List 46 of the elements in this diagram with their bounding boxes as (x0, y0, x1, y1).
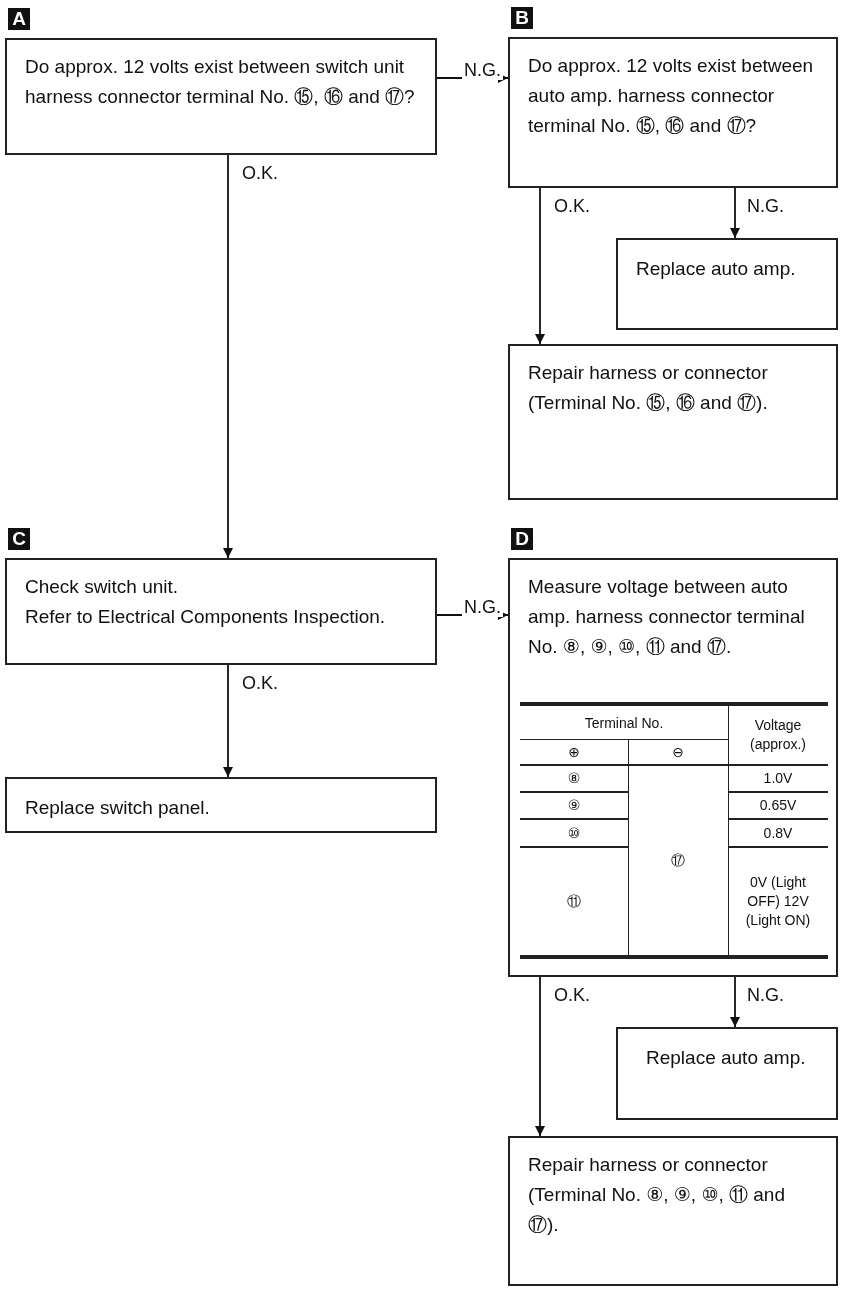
table-cell-text: 1.0V (762, 769, 794, 788)
table-header: ⊖ (671, 743, 685, 762)
process-box (616, 1027, 838, 1120)
edge-label: N.G. (462, 597, 503, 617)
arrow (223, 664, 233, 778)
arrow (730, 976, 740, 1028)
table-cell-text: ⑰ (670, 850, 686, 870)
box-text: Repair harness or connector (528, 361, 769, 385)
process-box (616, 238, 838, 330)
step-letter: A (8, 8, 30, 30)
table-cell-text: ⑧ (566, 769, 582, 788)
box-text: Replace auto amp. (636, 257, 797, 281)
box-text: (Terminal No. ⑮, ⑯ and ⑰). (528, 391, 769, 415)
box-text: Replace switch panel. (25, 796, 211, 820)
box-text: Measure voltage between auto amp. harness connector terminal No. ⑧, ⑨, ⑩, ⑪ and ⑰. (528, 575, 806, 659)
box-text: Check switch unit. (25, 575, 180, 599)
process-box (508, 1136, 838, 1286)
table-cell-text: 0.8V (762, 823, 794, 843)
table-cell-text: ⑪ (566, 891, 582, 911)
process-box (508, 344, 838, 500)
box-text: Do approx. 12 volts exist between switch unit harness connector terminal No. ⑮, ⑯ and ⑰? (25, 55, 416, 109)
step-letter: C (8, 528, 30, 550)
step-letter: B (511, 7, 533, 29)
box-text: Repair harness or connector (528, 1153, 769, 1177)
step-letter: D (511, 528, 533, 550)
table-cell-text: ⑨ (566, 796, 582, 815)
process-box (508, 37, 838, 188)
box-text: (Terminal No. ⑧, ⑨, ⑩, ⑪ and ⑰). (528, 1183, 786, 1237)
process-box (508, 558, 838, 977)
arrow (223, 154, 233, 559)
table-cell-text: 0.65V (758, 796, 798, 815)
box-text: Refer to Electrical Components Inspection. (25, 605, 387, 629)
box-text: Do approx. 12 volts exist between auto amp. harness connector terminal No. ⑮, ⑯ and ⑰? (528, 54, 815, 138)
table-cell-text: 0V (Light OFF) 12V (Light ON) (744, 872, 812, 930)
process-box (5, 777, 437, 833)
table-header: ⊕ (567, 743, 581, 762)
arrow (730, 187, 740, 239)
process-box (5, 38, 437, 155)
box-text: Replace auto amp. (646, 1046, 807, 1070)
process-box (5, 558, 437, 665)
table-cell-text: ⑩ (566, 823, 582, 843)
arrow (535, 187, 545, 345)
table-header: Voltage (approx.) (749, 716, 807, 754)
arrow (535, 976, 545, 1137)
edge-label: N.G. (462, 60, 503, 80)
table-header: Terminal No. (583, 713, 665, 733)
